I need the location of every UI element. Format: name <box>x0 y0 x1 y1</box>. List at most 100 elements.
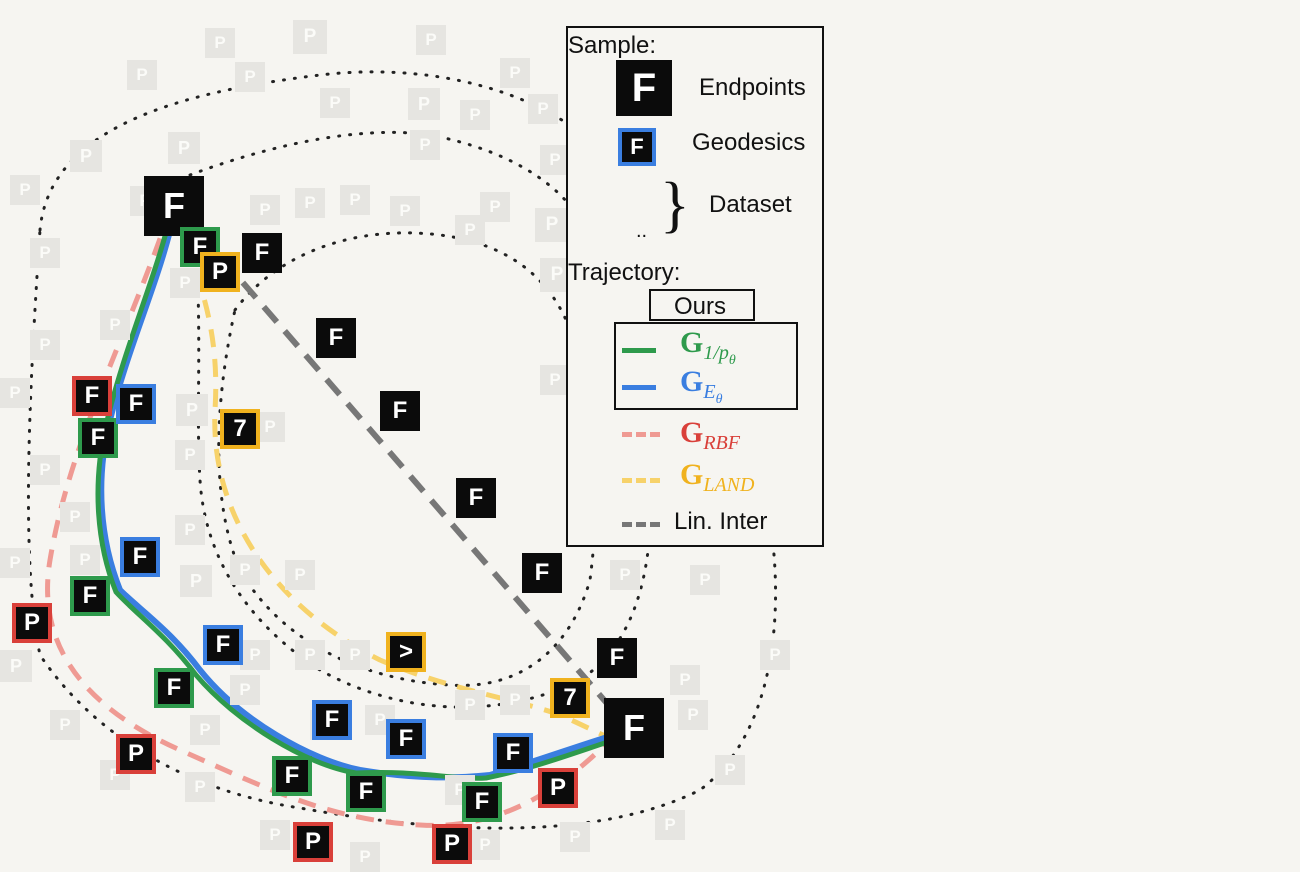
dataset-sample-tile: P <box>460 100 490 130</box>
legend-geodesic-swatch: F <box>618 128 656 166</box>
linear-interpolation-sample-tile: F <box>380 391 420 431</box>
dataset-sample-tile: P <box>285 560 315 590</box>
legend-rbf-dash <box>622 432 660 437</box>
rbf-sample-tile: P <box>538 768 578 808</box>
dataset-sample-tile: P <box>715 755 745 785</box>
energy-geodesic-sample-tile: F <box>386 719 426 759</box>
endpoint-sample-tile: F <box>604 698 664 758</box>
dataset-sample-tile: P <box>528 94 558 124</box>
density-geodesic-sample-tile: F <box>272 756 312 796</box>
land-sample-tile: 7 <box>550 678 590 718</box>
dataset-sample-tile: P <box>690 565 720 595</box>
dataset-sample-tile: P <box>500 685 530 715</box>
density-geodesic-sample-tile: F <box>78 418 118 458</box>
dataset-sample-tile: P <box>340 640 370 670</box>
legend-geodesics-label: Geodesics <box>692 129 806 156</box>
dataset-sample-tile: P <box>170 268 200 298</box>
density-geodesic-sample-tile: F <box>154 668 194 708</box>
dataset-sample-tile: P <box>30 455 60 485</box>
linear-interpolation-sample-tile: F <box>456 478 496 518</box>
dataset-sample-tile: P <box>0 650 32 682</box>
land-sample-tile: 7 <box>220 409 260 449</box>
dataset-sample-tile: P <box>540 365 570 395</box>
legend-dataset-label: Dataset <box>709 191 792 218</box>
dataset-sample-tile: P <box>190 715 220 745</box>
energy-geodesic-sample-tile: F <box>312 700 352 740</box>
land-sample-tile: > <box>386 632 426 672</box>
inner-density-contour <box>217 231 598 687</box>
land-sample-tile: P <box>200 252 240 292</box>
legend-ours-group-box <box>614 322 798 410</box>
dataset-sample-tile: P <box>175 440 205 470</box>
legend-ours-label: Ours <box>674 293 727 320</box>
linear-interpolation-sample-tile: F <box>316 318 356 358</box>
dataset-sample-tile: P <box>535 208 569 242</box>
rbf-sample-tile: P <box>293 822 333 862</box>
linear-interpolation-sample-tile: F <box>597 638 637 678</box>
rbf-sample-tile: P <box>432 824 472 864</box>
legend-sample-heading: Sample: <box>568 32 657 59</box>
endpoint-sample-tile: F <box>144 176 204 236</box>
dataset-sample-tile: P <box>260 820 290 850</box>
middle-density-contour <box>188 130 653 709</box>
density-geodesic-sample-tile: F <box>462 782 502 822</box>
dataset-sample-tile: P <box>320 88 350 118</box>
legend-linear-label: Lin. Inter <box>674 508 768 535</box>
legend-dataset-dots: .. <box>636 220 648 242</box>
legend-energy-geodesic-line <box>622 385 656 390</box>
rbf-sample-tile: P <box>12 603 52 643</box>
dataset-sample-tile: P <box>293 20 327 54</box>
dataset-sample-tile: P <box>240 640 270 670</box>
dataset-sample-tile: P <box>350 842 380 872</box>
dataset-sample-tile: P <box>610 560 640 590</box>
legend-density-geodesic-label: G1/pθ <box>680 326 736 368</box>
legend-density-geodesic-line <box>622 348 656 353</box>
dataset-sample-tile: P <box>100 310 130 340</box>
dataset-sample-tile: P <box>250 195 280 225</box>
density-geodesic-sample-tile: F <box>346 772 386 812</box>
rbf-sample-tile: F <box>72 376 112 416</box>
dataset-sample-tile: P <box>560 822 590 852</box>
dataset-sample-tile: P <box>10 175 40 205</box>
dataset-sample-tile: P <box>455 690 485 720</box>
legend-land-dash <box>622 478 660 483</box>
dataset-sample-tile: P <box>678 700 708 730</box>
dataset-sample-tile: P <box>180 565 212 597</box>
dataset-sample-tile: P <box>540 145 570 175</box>
legend-ours-box <box>649 289 755 321</box>
legend-endpoint-swatch: F <box>616 60 672 116</box>
dataset-sample-tile: P <box>60 502 90 532</box>
dataset-sample-tile: P <box>0 378 30 408</box>
dataset-sample-tile: P <box>168 132 200 164</box>
dataset-sample-tile: P <box>760 640 790 670</box>
legend: Sample: F Endpoints F Geodesics .. } Dat… <box>566 26 824 547</box>
dataset-sample-tile: P <box>408 88 440 120</box>
dataset-sample-tile: P <box>70 140 102 172</box>
dataset-sample-tile: P <box>30 238 60 268</box>
rbf-sample-tile: P <box>116 734 156 774</box>
dataset-sample-tile: P <box>390 196 420 226</box>
legend-endpoints-label: Endpoints <box>699 74 806 101</box>
dataset-sample-tile: P <box>205 28 235 58</box>
dataset-sample-tile: P <box>50 710 80 740</box>
dataset-sample-tile: P <box>500 58 530 88</box>
legend-dataset-brace: } <box>660 171 690 239</box>
legend-energy-geodesic-label: GEθ <box>680 365 723 407</box>
dataset-sample-tile: P <box>70 545 100 575</box>
dataset-sample-tile: P <box>175 515 205 545</box>
legend-rbf-label: GRBF <box>680 416 740 454</box>
linear-interpolation-sample-tile: F <box>522 553 562 593</box>
dataset-sample-tile: P <box>230 555 260 585</box>
density-geodesic-sample-tile: F <box>70 576 110 616</box>
dataset-sample-tile: P <box>0 548 30 578</box>
density-geodesic-trajectory <box>95 209 627 781</box>
dataset-sample-tile: P <box>30 330 60 360</box>
legend-linear-dash <box>622 522 660 527</box>
dataset-sample-tile: P <box>470 830 500 860</box>
dataset-sample-tile: P <box>655 810 685 840</box>
dataset-sample-tile: P <box>340 185 370 215</box>
legend-trajectory-heading: Trajectory: <box>568 259 681 286</box>
dataset-sample-tile: P <box>295 188 325 218</box>
energy-geodesic-sample-tile: F <box>493 733 533 773</box>
dataset-sample-tile: P <box>480 192 510 222</box>
